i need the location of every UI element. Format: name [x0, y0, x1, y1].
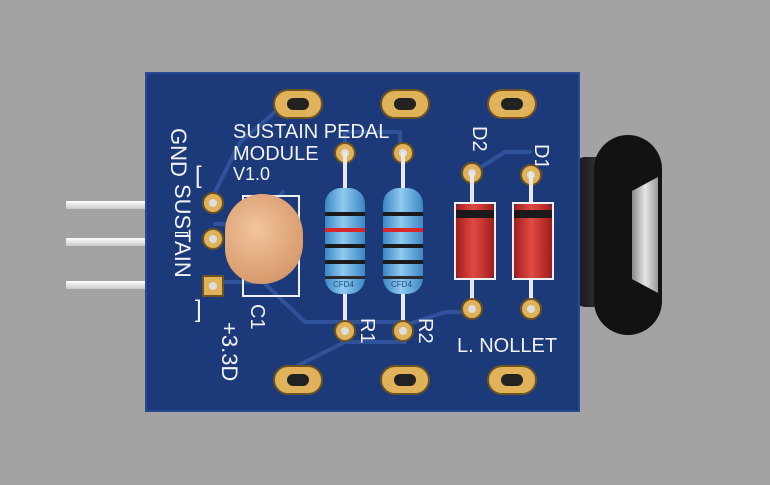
- r2-label: R2: [414, 318, 436, 344]
- mounting-pad-bottom-left: [273, 365, 323, 395]
- c1-label: C1: [246, 304, 268, 330]
- r1-label: R1: [356, 318, 378, 344]
- board-title-line1: SUSTAIN PEDAL: [233, 121, 390, 143]
- bracket-gnd: [: [195, 162, 202, 189]
- mounting-pad-top-middle: [380, 89, 430, 119]
- bracket-power: ]: [195, 296, 202, 323]
- pcb-board: GND SUSTAIN +3.3D [ [ ] SUSTAIN PEDAL MO…: [145, 72, 580, 412]
- mounting-pad-top-right: [487, 89, 537, 119]
- mounting-pad-bottom-middle: [380, 365, 430, 395]
- audio-jack: [570, 135, 685, 335]
- diode-d1: [514, 204, 552, 278]
- mounting-pad-top-left: [273, 89, 323, 119]
- mounting-pad-bottom-right: [487, 365, 537, 395]
- d2-outline: [454, 202, 496, 280]
- bracket-sustain: [: [174, 231, 191, 235]
- power-label: +3.3D: [217, 322, 242, 382]
- r1-marking: CFD4: [333, 280, 354, 289]
- d2-pad-bottom: [461, 298, 483, 320]
- r1-pad-bottom: [334, 320, 356, 342]
- r2-marking: CFD4: [391, 280, 412, 289]
- board-version: V1.0: [233, 164, 271, 184]
- header-pad-power: [202, 275, 224, 297]
- header-pin-sustain: [66, 238, 212, 246]
- header-pad-sustain: [202, 228, 224, 250]
- r2-pad-bottom: [392, 320, 414, 342]
- board-title-line2: MODULE: [233, 143, 319, 165]
- header-pin-power: [66, 281, 212, 289]
- d1-outline: [512, 202, 554, 280]
- diode-d2: [456, 204, 494, 278]
- header-pin-gnd: [66, 201, 212, 209]
- d2-label: D2: [468, 126, 490, 152]
- d1-pad-bottom: [520, 298, 542, 320]
- capacitor-c1: [225, 194, 303, 284]
- gnd-label: GND: [166, 128, 191, 177]
- header-pad-gnd: [202, 192, 224, 214]
- resistor-r2: CFD4: [383, 188, 423, 294]
- author-label: L. NOLLET: [457, 335, 558, 357]
- resistor-r1: CFD4: [325, 188, 365, 294]
